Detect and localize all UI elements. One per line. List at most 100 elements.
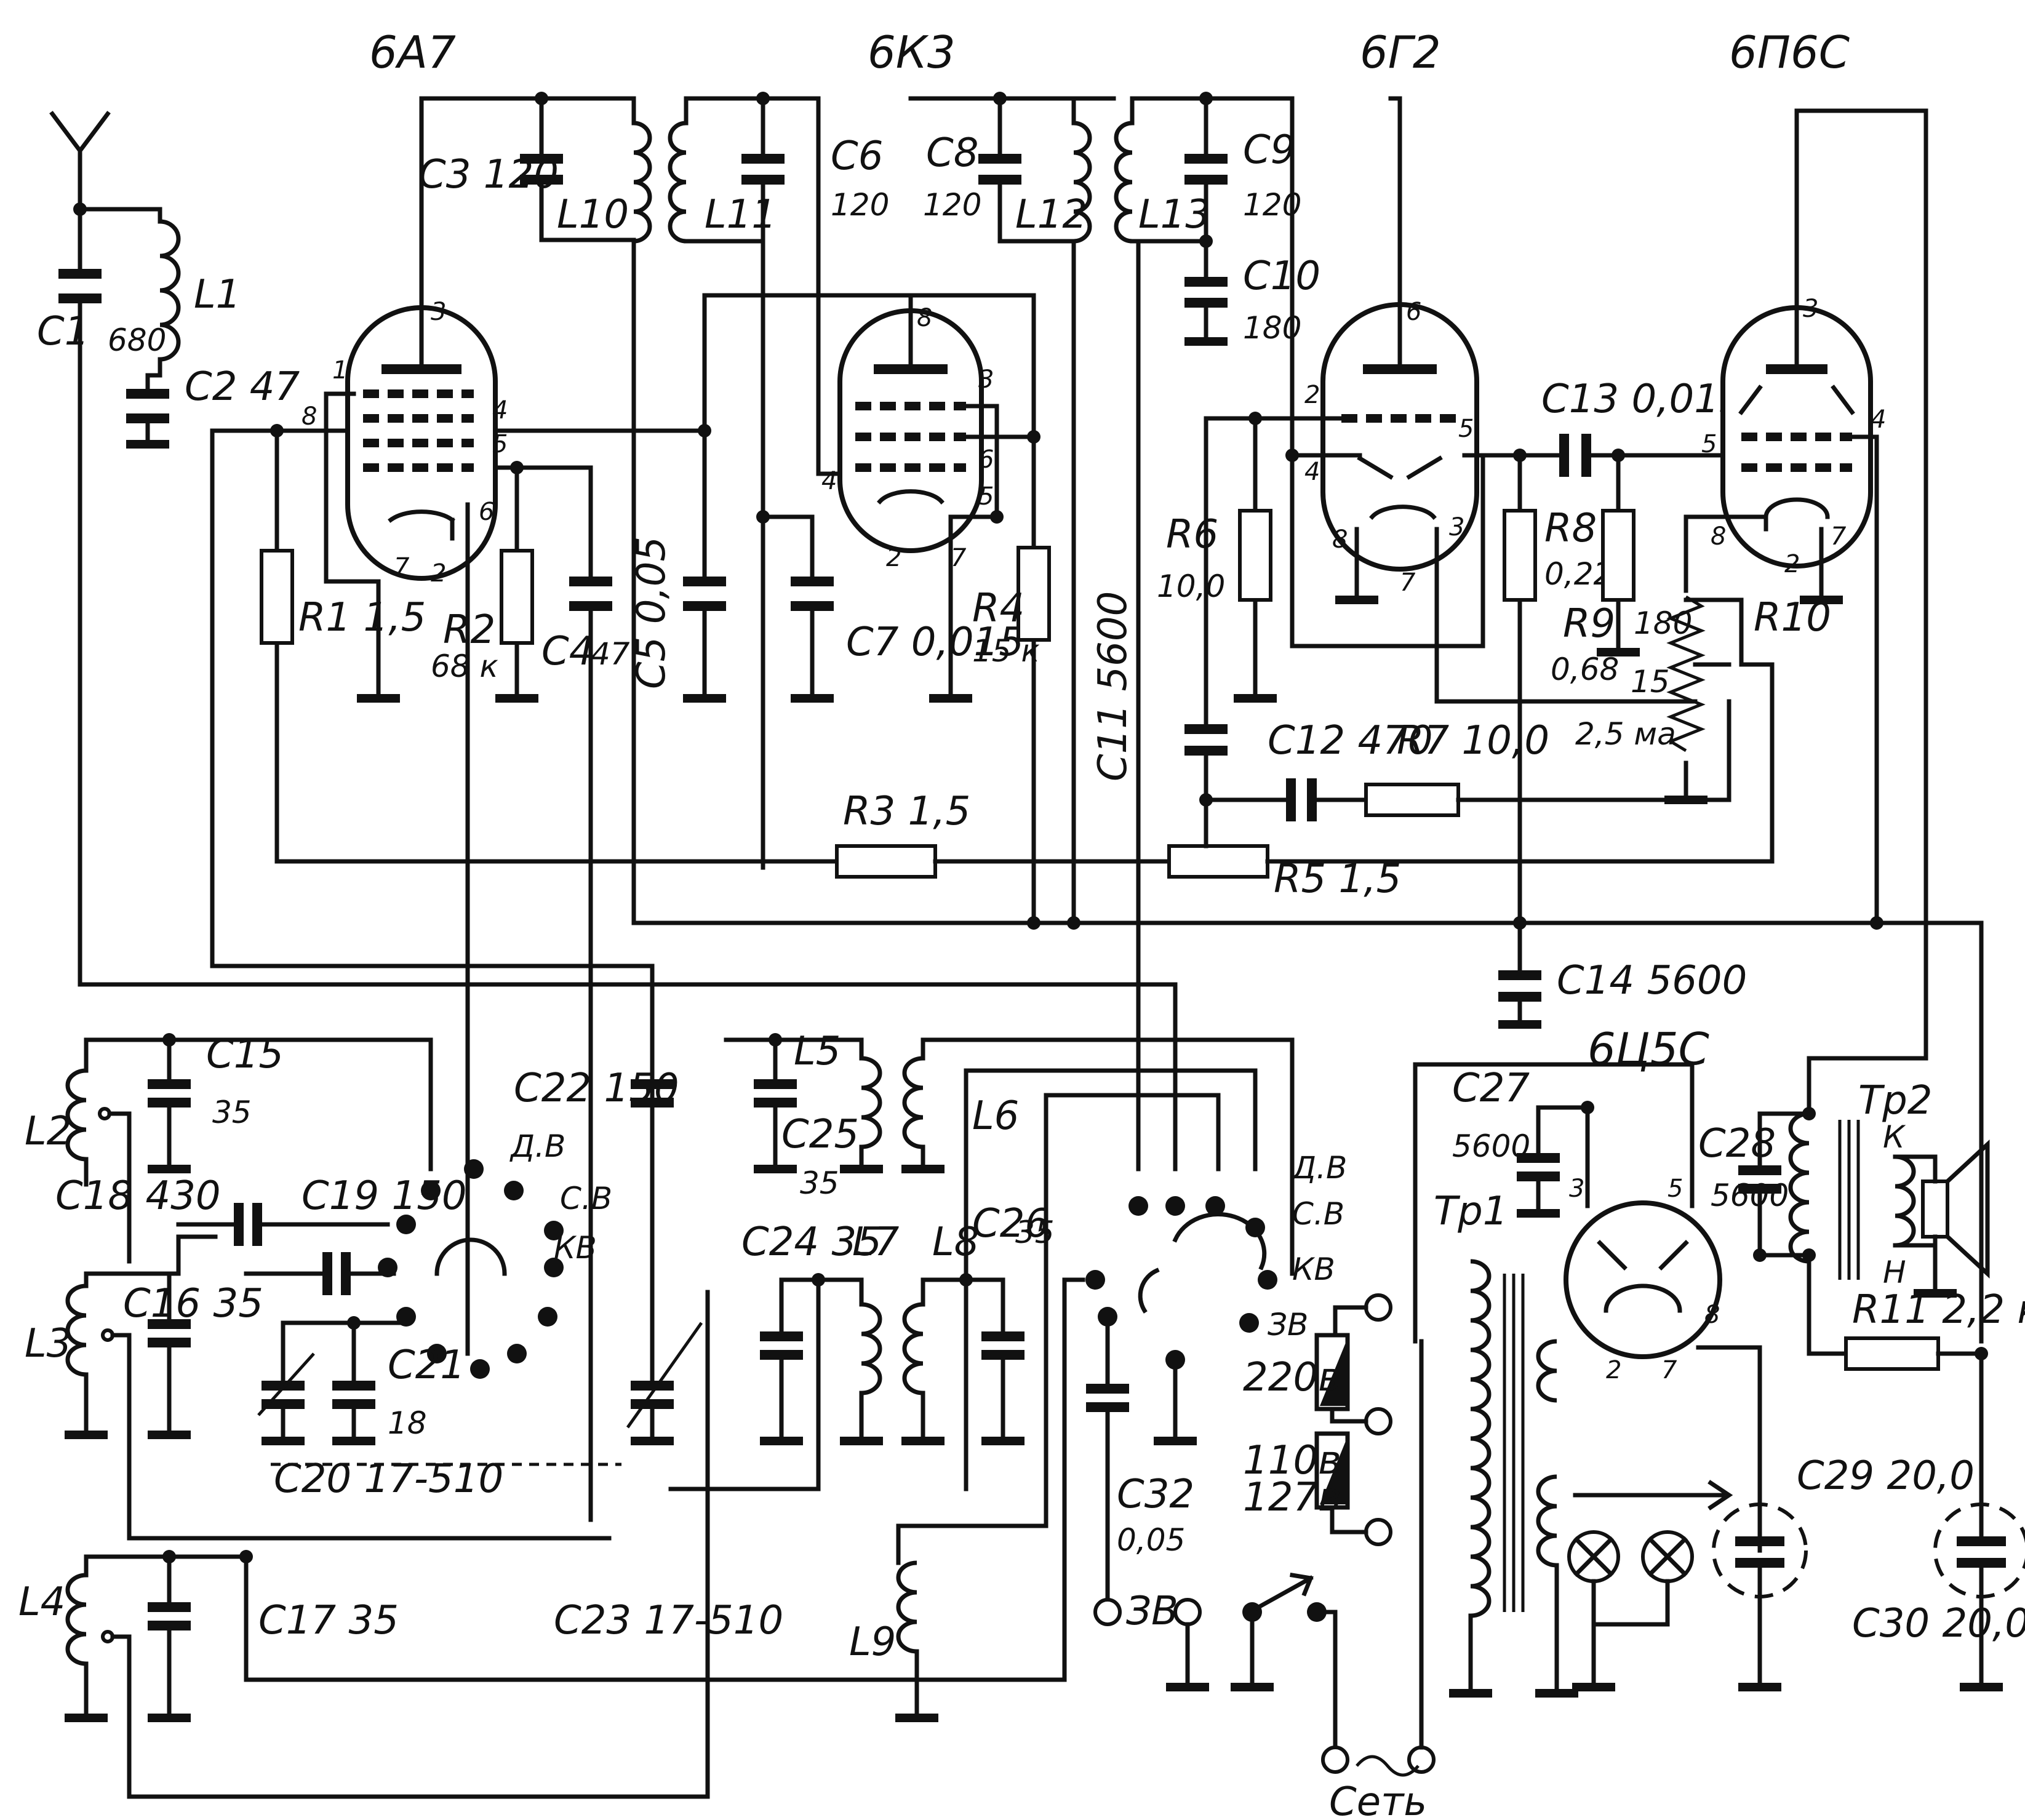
capacitor-c14: C14 5600 — [1498, 958, 1747, 1029]
mains-plug: Сеть — [1321, 1339, 1436, 1820]
svg-text:6: 6 — [1406, 298, 1421, 326]
label-r6: R6 — [1166, 512, 1218, 557]
inductor-l7: L7 — [668, 1219, 900, 1491]
svg-text:3: 3 — [1569, 1175, 1584, 1203]
svg-text:8: 8 — [302, 402, 317, 431]
resistor-r8: R8 0,22 — [1503, 453, 1613, 975]
svg-text:6: 6 — [978, 445, 994, 474]
svg-text:7: 7 — [951, 544, 967, 572]
capacitor-c21: C21 18 — [332, 1320, 465, 1445]
band-switch-1: Д.В С.В КВ — [378, 1128, 612, 1379]
inductor-l12: L12 — [1015, 96, 1092, 925]
label-c2: C2 47 — [185, 364, 300, 410]
inductor-l8: L8 — [901, 1219, 979, 1445]
label-r3: R3 1,5 — [843, 789, 970, 834]
label-c1: C1 — [37, 309, 89, 354]
label-c27: C27 — [1452, 1066, 1530, 1111]
capacitor-c16: C16 35 — [123, 1271, 263, 1439]
label-l4: L4 — [18, 1579, 65, 1625]
capacitor-c15: C15 35 — [148, 1032, 284, 1173]
svg-text:2: 2 — [886, 544, 901, 572]
svg-text:5: 5 — [1668, 1175, 1683, 1203]
svg-text:4: 4 — [492, 396, 508, 425]
inductor-l9: L9 — [849, 1523, 938, 1722]
label-c14: C14 5600 — [1557, 958, 1747, 1004]
svg-text:4: 4 — [1304, 458, 1320, 486]
label-c8-value: 120 — [923, 187, 981, 223]
capacitor-c27: C27 5600 — [1452, 1066, 1590, 1218]
svg-text:6: 6 — [479, 498, 494, 526]
inductor-l6: L6 — [901, 1037, 1295, 1276]
tube-6a7: 3 1 8 4 5 6 7 2 — [302, 96, 508, 588]
resistor-r5: R5 1,5 — [1167, 662, 1775, 902]
capacitor-c3: C3 120 — [418, 96, 636, 242]
capacitor-c13: C13 0,015 — [1541, 377, 1744, 477]
label-c18: C18 430 — [55, 1173, 221, 1219]
capacitor-c7: C7 0,015 — [791, 577, 1024, 703]
label-c11: C11 5600 — [1090, 591, 1136, 781]
tube-6p6s: 3 5 4 8 2 7 — [1701, 108, 1928, 1061]
inductor-l5: L5 — [773, 1029, 883, 1173]
label-c1-value: 680 — [108, 322, 166, 358]
svg-text:Д.В: Д.В — [509, 1128, 565, 1164]
voltage-selector: 220в 110в 127в — [1243, 1293, 1392, 1546]
label-c13: C13 0,015 — [1541, 377, 1744, 422]
label-c32-value: 0,05 — [1117, 1522, 1185, 1558]
label-c32: C32 — [1117, 1472, 1194, 1517]
resistor-r7: R7 10,0 — [1364, 699, 1731, 817]
label-110v: 110в — [1243, 1438, 1341, 1483]
label-c3: C3 120 — [418, 152, 559, 198]
transformer-tr1: Тр1 — [1413, 1062, 1578, 1698]
label-r10: R10 — [1754, 595, 1831, 641]
svg-text:С.В: С.В — [1292, 1196, 1344, 1232]
label-l3: L3 — [25, 1321, 71, 1367]
label-c30: C30 20,0 — [1852, 1601, 2025, 1646]
label-l8: L8 — [932, 1219, 979, 1265]
label-r1: R1 1,5 — [298, 595, 426, 641]
svg-text:8: 8 — [1711, 522, 1726, 551]
tube-label-6k3: 6К3 — [868, 26, 956, 78]
label-r5: R5 1,5 — [1274, 856, 1401, 902]
capacitor-c18 — [176, 1203, 390, 1246]
label-c6: C6 — [831, 134, 883, 179]
label-mains: Сеть — [1329, 1779, 1427, 1820]
label-r8: R8 — [1544, 506, 1597, 551]
inductor-l1: L1 680 — [78, 207, 241, 396]
label-r4-value: 15 к — [972, 633, 1040, 669]
label-c25: C25 — [781, 1112, 859, 1157]
label-r9-value: 0,68 — [1551, 652, 1619, 687]
svg-text:3: 3 — [1449, 513, 1464, 541]
label-l12: L12 — [1015, 192, 1087, 237]
capacitor-c12: C12 470 — [1204, 718, 1433, 821]
capacitor-c4: C4 47 — [541, 577, 630, 1522]
label-l5: L5 — [794, 1029, 841, 1074]
label-c28-value: 5600 — [1711, 1178, 1789, 1213]
label-r11: R11 2,2 к — [1852, 1287, 2025, 1333]
tube-label-6p6s: 6П6С — [1729, 26, 1850, 78]
label-l7: L7 — [852, 1219, 900, 1265]
label-r9: R9 — [1563, 601, 1615, 647]
tube-label-6c5s: 6Ц5С — [1588, 1023, 1710, 1075]
label-r4: R4 — [972, 586, 1024, 631]
label-c4: C4 — [541, 629, 594, 674]
svg-text:2: 2 — [431, 559, 446, 588]
svg-text:2: 2 — [1784, 550, 1800, 578]
resistor-r6: R6 10,0 — [1157, 416, 1277, 703]
label-r7: R7 10,0 — [1397, 718, 1549, 764]
svg-text:2: 2 — [1606, 1356, 1621, 1384]
inductor-l3: L3 — [25, 1234, 612, 1541]
svg-text:7: 7 — [1831, 522, 1847, 551]
svg-text:Д.В: Д.В — [1291, 1150, 1347, 1186]
loudspeaker — [1893, 1139, 1990, 1298]
label-c12: C12 470 — [1268, 718, 1433, 764]
label-r10-180: 180 — [1634, 605, 1692, 641]
pilot-lamps — [1567, 1480, 1733, 1691]
label-zv-terminal: ЗВ — [1126, 1589, 1178, 1634]
svg-text:С.В: С.В — [560, 1181, 612, 1216]
label-l11: L11 — [705, 192, 777, 237]
band-switch-2: Д.В С.В КВ ЗВ — [244, 1150, 1347, 1682]
power-switch — [1231, 1572, 1338, 1750]
inductor-l2: L2 — [25, 1037, 433, 1264]
label-c8: C8 — [926, 130, 978, 176]
svg-text:8: 8 — [1332, 525, 1348, 554]
